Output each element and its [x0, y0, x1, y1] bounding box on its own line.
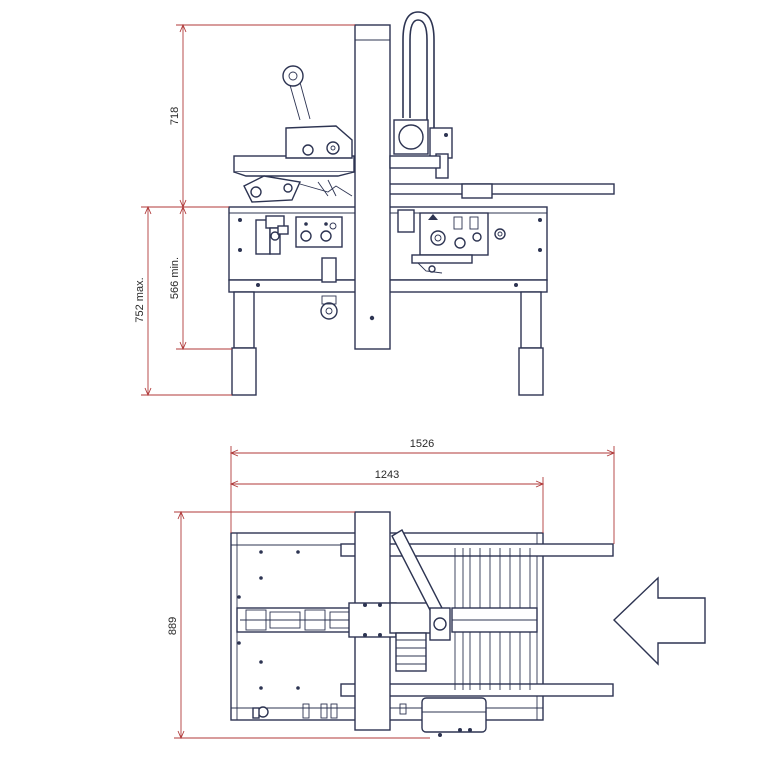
junction-box — [397, 209, 415, 233]
bottom-side-rail — [340, 683, 614, 697]
central-column — [354, 24, 391, 350]
stop-button-icon — [454, 237, 466, 249]
dim-total-height: 718 — [169, 107, 181, 125]
right-leg-lower — [518, 347, 544, 396]
dial-knob-icon — [320, 230, 332, 242]
top-dimensions: 1526 1243 889 — [167, 438, 616, 740]
front-dimensions: 718 566 min. 752 max. — [134, 23, 355, 397]
conveyor-roller-block — [461, 183, 493, 199]
inner-support — [321, 257, 337, 283]
front-view — [228, 11, 615, 396]
dim-total-width: 889 — [167, 617, 179, 635]
dim-body-length: 1243 — [375, 469, 399, 481]
guide-roller-icon — [320, 302, 338, 320]
dim-table-height-max: 752 max. — [134, 277, 146, 322]
warning-triangle-icon — [428, 214, 438, 220]
tape-reel-icon — [282, 65, 304, 87]
left-leg-lower — [231, 347, 257, 396]
gooseneck-hose — [402, 11, 435, 128]
dim-table-height-min: 566 min. — [169, 257, 181, 299]
dim-total-length: 1526 — [410, 438, 434, 450]
right-conveyor-bed — [384, 183, 615, 195]
left-leg-upper — [233, 291, 255, 349]
arrow-left-icon — [612, 576, 706, 666]
main-switch-icon — [430, 230, 446, 246]
pressure-gauge-icon — [270, 231, 280, 241]
drive-unit — [411, 254, 473, 264]
head-bracket — [285, 125, 353, 159]
bottom-drive-motor — [421, 697, 487, 733]
dial-knob-icon — [300, 230, 312, 242]
top-motor — [389, 602, 435, 634]
top-view — [230, 511, 706, 737]
right-leg-upper — [520, 291, 542, 349]
